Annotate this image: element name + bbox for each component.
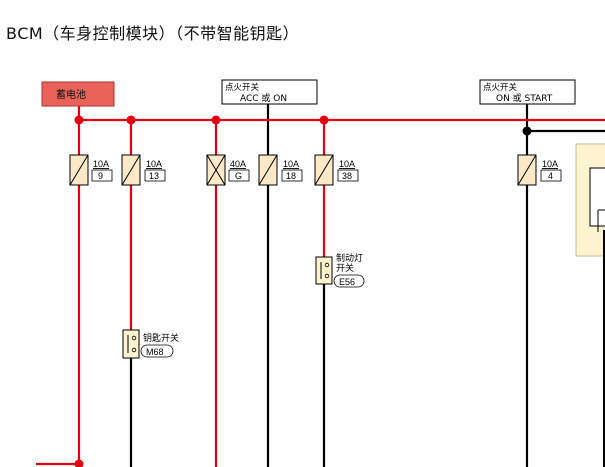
junction-dot xyxy=(74,115,84,125)
battery-box xyxy=(41,81,115,107)
fuse-13: 10A 13 xyxy=(121,154,166,186)
fuse-amp-label: 40A xyxy=(230,159,246,169)
fuse-id-label: 4 xyxy=(548,171,553,181)
ignition-start-line1: 点火开关 xyxy=(483,82,518,93)
ignition-acc-line2: ACC 或 ON xyxy=(240,92,287,104)
brake-switch-line2: 开关 xyxy=(336,262,354,273)
junction-dot xyxy=(522,126,532,136)
brake-switch-line1: 制动灯 xyxy=(336,252,363,263)
junction-dot xyxy=(211,115,221,125)
battery-label: 蓄电池 xyxy=(56,88,86,101)
fuse-18: 10A 18 xyxy=(258,154,303,186)
fuse-38: 10A 38 xyxy=(314,154,359,186)
key-switch-label: 钥匙开关 xyxy=(143,332,179,343)
brake-light-switch: 制动灯 开关 E56 xyxy=(315,252,365,288)
ignition-acc-box xyxy=(221,79,318,105)
fuse-id-label: 38 xyxy=(342,171,352,181)
key-switch: 钥匙开关 M68 xyxy=(122,329,179,359)
ignition-start-line2: ON 或 START xyxy=(496,92,553,104)
fuse-amp-label: 10A xyxy=(146,159,162,169)
fuse-id-label: 18 xyxy=(286,171,296,181)
junction-dot xyxy=(126,115,136,125)
fuse-4: 10A 4 xyxy=(517,154,562,186)
bcm-module-partial xyxy=(575,143,605,467)
fuse-amp-label: 10A xyxy=(283,159,299,169)
junction-dot xyxy=(319,115,329,125)
fuse-id-label: 9 xyxy=(98,171,103,181)
brake-switch-connector: E56 xyxy=(339,277,355,287)
ignition-start-box xyxy=(479,79,576,105)
junction-dot xyxy=(74,459,84,467)
fuse-id-label: 13 xyxy=(149,171,159,181)
page-title: BCM（车身控制模块）（不带智能钥匙） xyxy=(6,24,300,43)
fuse-amp-label: 10A xyxy=(542,159,558,169)
fuse-9: 10A 9 xyxy=(69,154,113,186)
fuse-id-label: G xyxy=(235,171,242,181)
key-switch-connector: M68 xyxy=(146,347,164,357)
fuse-amp-label: 10A xyxy=(93,159,109,169)
fuse-amp-label: 10A xyxy=(339,159,355,169)
ignition-acc-line1: 点火开关 xyxy=(225,82,260,93)
fuse-g: 40A G xyxy=(206,154,250,186)
